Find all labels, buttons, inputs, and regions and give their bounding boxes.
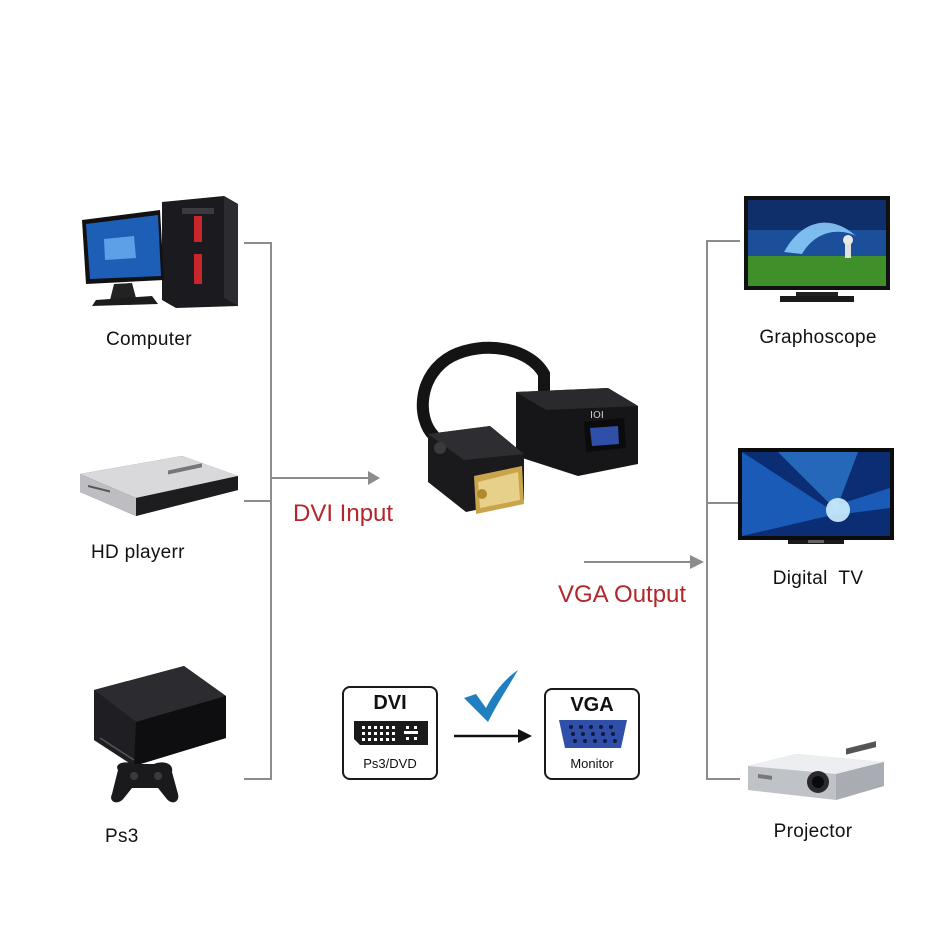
conversion-arrow: [454, 729, 532, 743]
source-label-computer: Computer: [106, 329, 192, 350]
ps3-console-icon: [94, 666, 226, 803]
check-icon: [464, 670, 518, 722]
digital-tv-icon: [738, 448, 894, 544]
dvi-input-label: DVI Input: [293, 500, 394, 527]
right-bracket-top: [706, 240, 740, 242]
source-label-ps3: Ps3: [105, 826, 139, 847]
vga-port-icon: [559, 720, 627, 748]
vga-legend-title: VGA: [570, 694, 614, 716]
dvi-vga-adapter-icon: IOI: [416, 341, 638, 514]
vga-legend-subtitle: Monitor: [570, 756, 614, 771]
projector-icon: [748, 741, 884, 800]
input-arrow: [272, 471, 380, 485]
left-bracket-top: [244, 242, 272, 244]
computer-icon: [82, 196, 238, 308]
vga-output-label: VGA Output: [558, 581, 687, 608]
output-arrow: [584, 555, 704, 569]
left-bracket-bottom: [244, 778, 272, 780]
output-label-graphoscope: Graphoscope: [759, 327, 877, 348]
left-bracket-vertical: [270, 242, 272, 780]
dvi-legend-box: DVI Ps3/DVD: [342, 686, 438, 780]
hd-player-icon: [80, 456, 238, 516]
source-label-hd-player: HD playerr: [91, 542, 185, 563]
vga-legend-box: VGA Monitor: [544, 688, 640, 780]
adapter-port-mark: IOI: [590, 410, 604, 421]
dvi-legend-title: DVI: [373, 692, 407, 714]
right-bracket-middle: [706, 502, 740, 504]
output-label-projector: Projector: [773, 821, 853, 842]
left-bracket-middle: [244, 500, 272, 502]
right-bracket-vertical: [706, 240, 708, 780]
right-bracket-bottom: [706, 778, 740, 780]
dvi-legend-subtitle: Ps3/DVD: [363, 756, 417, 771]
dvi-port-icon: [354, 721, 428, 745]
output-label-digital-tv: Digital TV: [772, 568, 864, 589]
graphoscope-display-icon: [744, 196, 890, 302]
